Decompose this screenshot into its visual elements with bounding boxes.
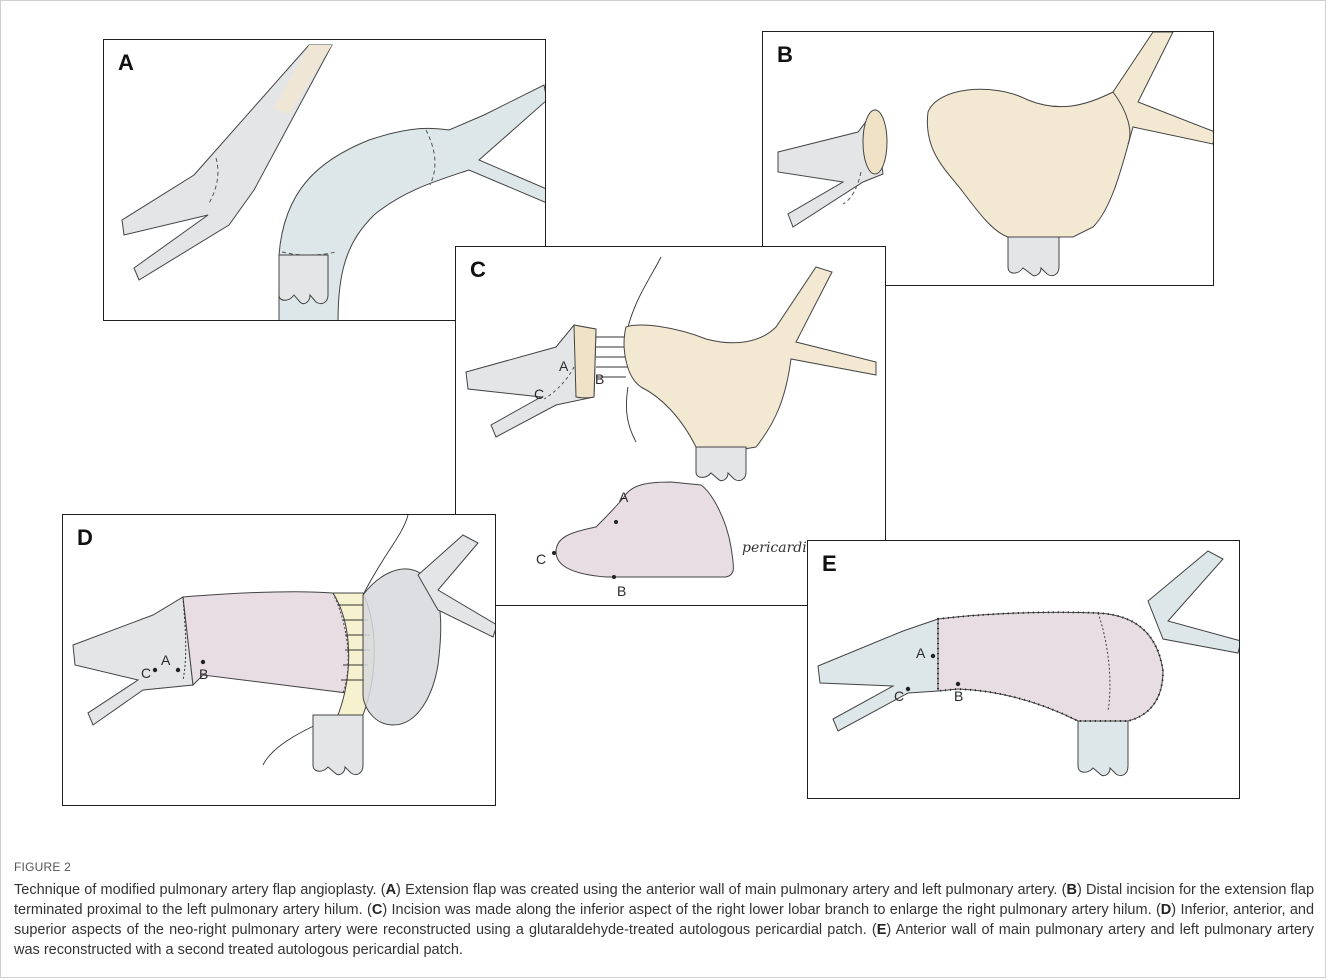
caption-key-d: D [1161,902,1171,918]
right-pa-stump [863,110,887,174]
figure-label: FIGURE 2 [14,860,1314,874]
right-pa-branch [73,597,193,725]
point-c-label: C [141,665,151,681]
patch-point-b: B [617,583,626,599]
panel-d: A C B D [62,514,496,806]
panel-b-letter: B [777,42,793,68]
point-a-label: A [161,652,171,668]
point-a-label: A [916,645,926,661]
point-b-label: B [595,371,604,387]
caption-item-a: Extension flap was created using the ant… [405,882,1057,898]
point-c-label: C [534,386,544,402]
panel-a-letter: A [118,50,134,76]
panel-d-illustration: A C B [63,515,496,806]
caption-key-b: B [1066,882,1076,898]
right-pa-branch [818,619,938,731]
patch-point-c: C [536,551,546,567]
caption-item-c: Incision was made along the inferior asp… [391,902,1151,918]
panel-e: A C B E [807,540,1240,799]
panel-c-letter: C [470,257,486,283]
panel-d-letter: D [77,525,93,551]
pericardial-patch [556,482,733,577]
extension-flap [927,32,1214,237]
panel-e-letter: E [822,551,837,577]
patch-point-a: A [619,489,629,505]
caption-text: Technique of modified pulmonary artery f… [14,880,1314,960]
caption-key-a: A [386,882,396,898]
reconstructed-pa [938,612,1163,721]
reconstructed-pa [183,592,363,695]
point-c-label: C [894,688,904,704]
point-a-label: A [559,358,569,374]
panel-e-illustration: A C B [808,541,1240,799]
caption-key-c: C [372,902,382,918]
caption-title: Technique of modified pulmonary artery f… [14,882,377,898]
figure-caption: FIGURE 2 Technique of modified pulmonary… [14,860,1314,960]
caption-key-e: E [877,922,887,938]
point-b-label: B [199,666,208,682]
extension-flap [624,267,876,452]
point-b-label: B [954,688,963,704]
